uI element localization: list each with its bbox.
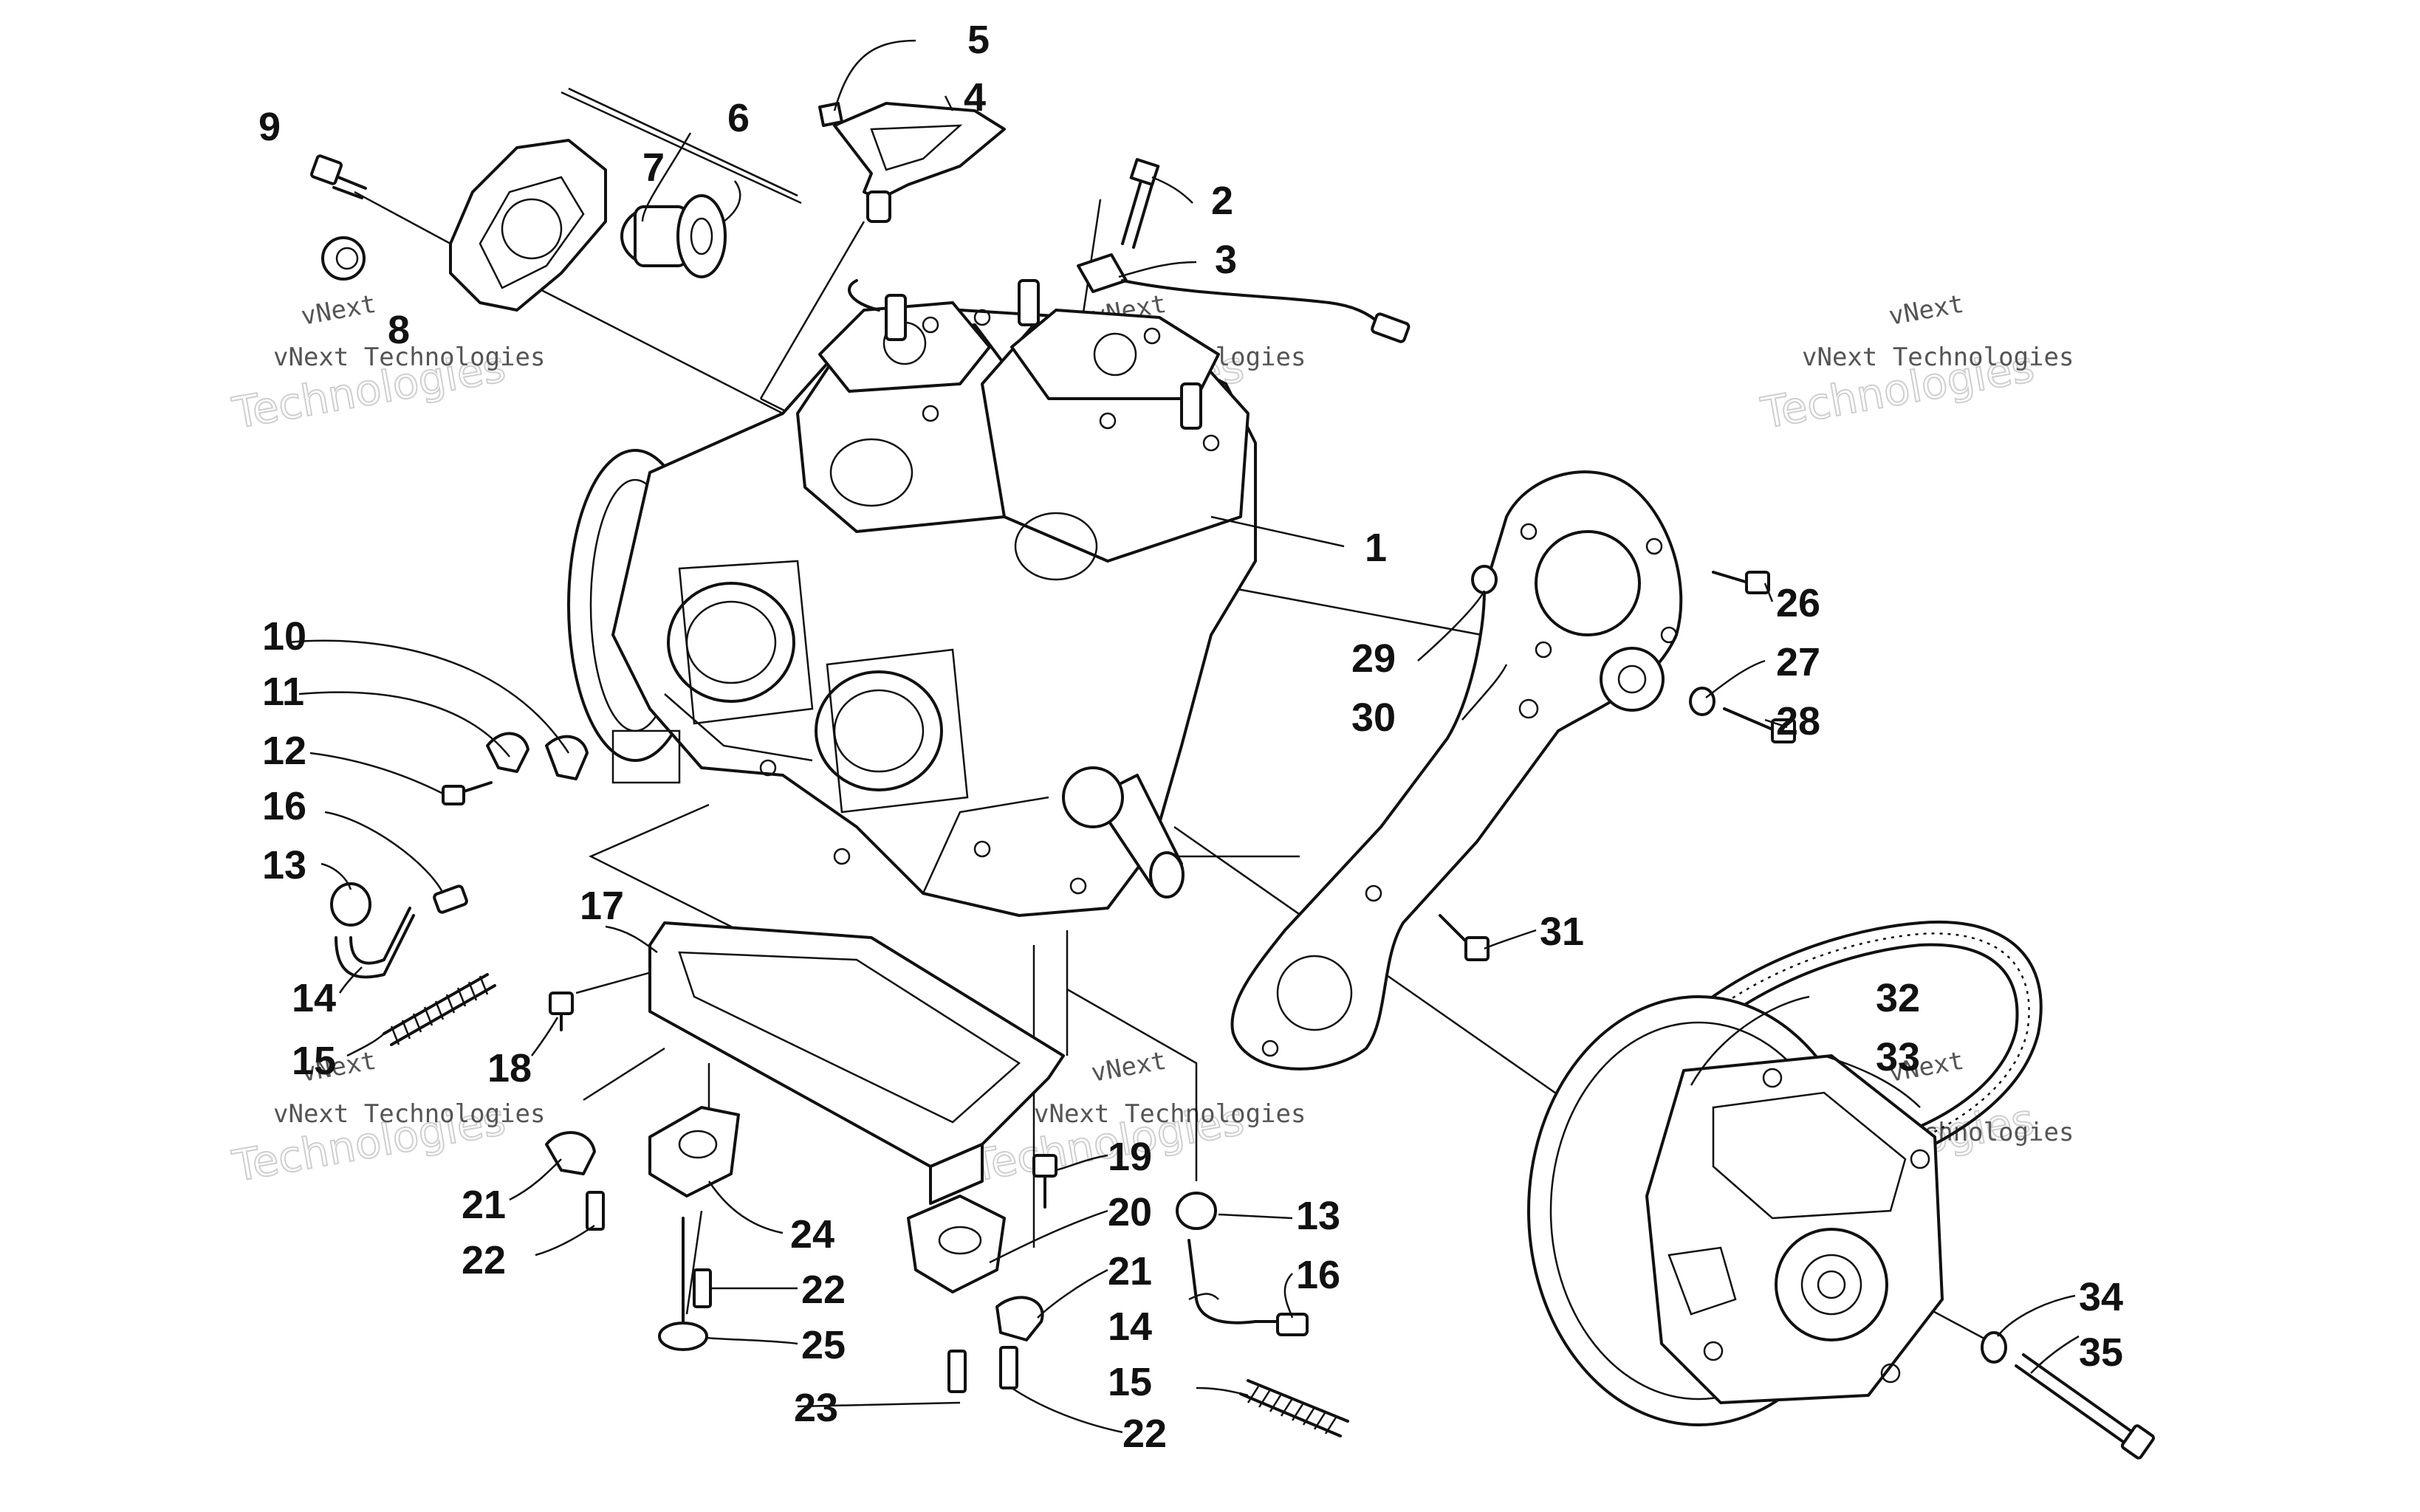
part-mount-plate-30 (1230, 470, 1683, 1071)
callout-27: 27 (1776, 640, 1820, 684)
callout-34: 34 (2079, 1275, 2123, 1319)
callout-11: 11 (262, 670, 304, 714)
callout-8: 8 (388, 308, 410, 352)
part-hose-right-13-16 (1176, 1192, 1349, 1437)
part-starter-handle-4 (833, 102, 1006, 223)
callout-13: 13 (1296, 1194, 1340, 1238)
callout-21: 21 (1108, 1249, 1152, 1293)
callout-1: 1 (1365, 526, 1387, 570)
watermark-line: vNext Technologies (1034, 1099, 1306, 1129)
callout-19: 19 (1108, 1135, 1152, 1179)
callout-9: 9 (258, 105, 281, 149)
part-clip-5 (818, 102, 843, 127)
callout-6: 6 (727, 96, 750, 140)
callout-leaders (287, 39, 2080, 1434)
callout-25: 25 (801, 1323, 846, 1367)
part-bolt-2 (1121, 158, 1160, 249)
callout-29: 29 (1351, 636, 1396, 681)
callout-21: 21 (462, 1183, 506, 1227)
callout-17: 17 (580, 884, 624, 928)
part-recoil-housing-6 (449, 139, 607, 312)
callout-20: 20 (1108, 1190, 1152, 1234)
callout-26: 26 (1776, 581, 1820, 625)
part-clamps-10-12 (442, 732, 589, 805)
part-lower-mounts-19-25 (545, 1106, 1058, 1393)
watermark-line: vNext Technologies (1802, 343, 2074, 372)
callout-13: 13 (262, 843, 306, 887)
callout-2: 2 (1211, 179, 1233, 223)
callout-16: 16 (262, 784, 306, 828)
callout-22: 22 (1122, 1412, 1167, 1456)
part-fasteners-34-35 (1981, 1331, 2156, 1460)
part-mount-bracket-17 (648, 921, 1065, 1205)
callout-28: 28 (1776, 699, 1820, 743)
part-pulley-7 (620, 194, 727, 278)
part-fasteners-26-31 (1439, 565, 1796, 961)
part-grommet-8 (321, 236, 366, 281)
callout-labels: 1 2 3 4 5 6 7 8 9 10 11 12 16 13 14 15 1… (258, 18, 2123, 1456)
callout-10: 10 (262, 614, 306, 659)
part-bolt-9 (310, 154, 367, 199)
callout-31: 31 (1540, 910, 1584, 954)
callout-3: 3 (1215, 238, 1237, 282)
callout-22: 22 (462, 1238, 506, 1282)
callout-33: 33 (1876, 1035, 1920, 1079)
callout-22: 22 (801, 1268, 846, 1312)
callout-30: 30 (1351, 695, 1396, 740)
callout-12: 12 (262, 729, 306, 773)
engine-assembly (567, 279, 1257, 917)
callout-5: 5 (967, 18, 990, 62)
callout-24: 24 (790, 1212, 834, 1257)
callout-4: 4 (964, 75, 986, 120)
callout-14: 14 (292, 976, 336, 1020)
callout-23: 23 (794, 1386, 838, 1430)
callout-14: 14 (1108, 1305, 1152, 1349)
callout-32: 32 (1876, 976, 1920, 1020)
callout-35: 35 (2079, 1330, 2123, 1375)
watermark-brand: vNext (299, 289, 379, 331)
watermark-line: vNext Technologies (273, 343, 545, 372)
part-drive-clutch-32 (1527, 995, 1944, 1426)
callout-15: 15 (292, 1039, 336, 1083)
part-hose-left-13-16 (330, 882, 496, 1046)
callout-18: 18 (487, 1046, 532, 1090)
callout-16: 16 (1296, 1253, 1340, 1297)
part-bolt-18 (549, 992, 574, 1031)
watermark-brand: vNext (1089, 1046, 1169, 1088)
callout-15: 15 (1108, 1360, 1152, 1404)
watermark-brand: vNext (1887, 289, 1967, 331)
part-sensor-3 (1077, 253, 1410, 343)
callout-7: 7 (642, 145, 665, 190)
watermark-line: vNext Technologies (273, 1099, 545, 1129)
